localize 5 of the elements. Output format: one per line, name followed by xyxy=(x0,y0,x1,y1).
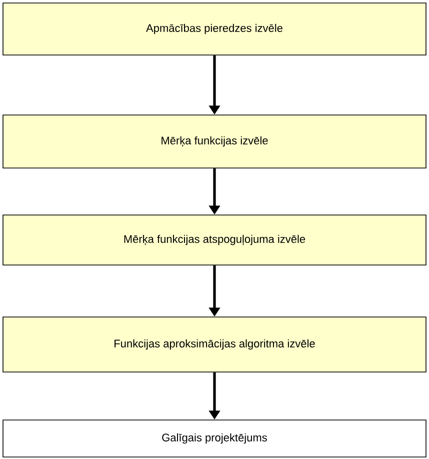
process-box: Funkcijas aproksimācijas algoritma izvēle xyxy=(2,316,426,372)
process-box: Apmācības pieredzes izvēle xyxy=(2,2,426,56)
process-box: Galīgais projektējums xyxy=(2,420,426,458)
process-box: Mērķa funkcijas atspoguļojuma izvēle xyxy=(2,214,426,266)
process-box: Mērķa funkcijas izvēle xyxy=(2,114,426,168)
